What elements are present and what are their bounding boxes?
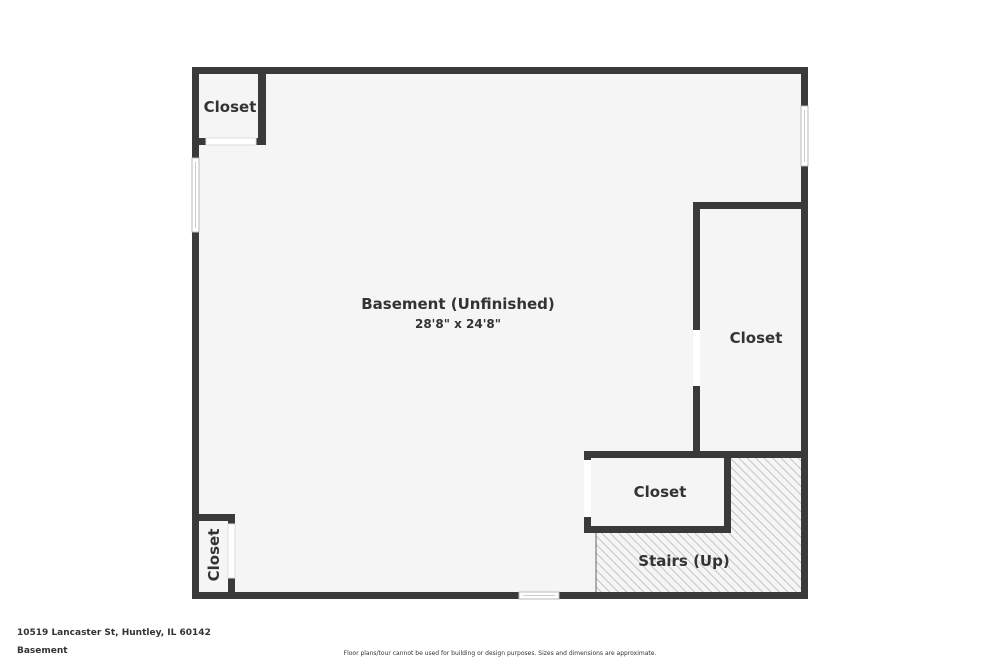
room-label-closet-right: Closet [729, 329, 783, 347]
door-top-left-closet [205, 137, 257, 146]
door-right-closet [693, 330, 700, 386]
room-dimensions-basement: 28'8" x 24'8" [414, 317, 502, 331]
room-label-closet-middle: Closet [633, 483, 687, 501]
floor-level-label: Basement [17, 646, 68, 656]
door-middle-closet [584, 460, 591, 517]
basement-floor [196, 71, 804, 596]
walls [192, 67, 808, 599]
room-label-basement: Basement (Unfinished) [361, 295, 555, 313]
stairs-area [596, 458, 801, 593]
disclaimer-text: Floor plans/tour cannot be used for buil… [343, 650, 657, 657]
property-address: 10519 Lancaster St, Huntley, IL 60142 [17, 628, 211, 638]
door-bottom-left-closet [227, 523, 236, 579]
window-openings [191, 105, 809, 600]
room-label-closet-top-left: Closet [203, 98, 257, 116]
door-openings [205, 137, 700, 579]
room-label-closet-bottom-left: Closet [205, 528, 223, 582]
room-label-stairs: Stairs (Up) [638, 552, 730, 570]
